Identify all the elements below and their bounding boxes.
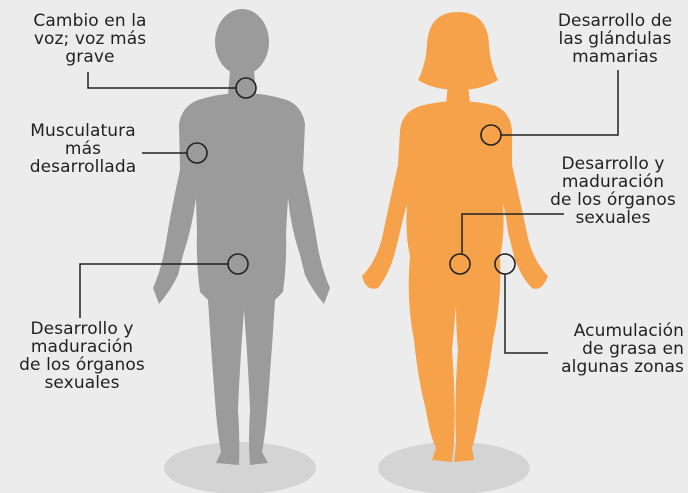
label-male-organs: Desarrollo y maduración de los órganos s… (19, 319, 145, 393)
leader-line-fat (504, 274, 548, 354)
marker-muscles (186, 142, 208, 164)
leader-line-male-organs (79, 263, 228, 318)
male-floor-shadow (164, 442, 316, 493)
label-fat-accumulation: Acumulación de grasa en algunas zonas (561, 321, 684, 377)
label-mammary-glands: Desarrollo de las glándulas mamarias (557, 11, 673, 67)
marker-circles (186, 77, 516, 275)
marker-fat (494, 253, 516, 275)
label-voice-change: Cambio en la voz; voz más grave (33, 11, 147, 67)
leader-line-breasts (501, 70, 619, 136)
leader-line-voice (87, 72, 236, 89)
male-leader-lines (79, 72, 236, 318)
female-leader-lines (461, 70, 619, 354)
label-female-organs: Desarrollo y maduración de los órganos s… (550, 154, 676, 228)
label-muscles: Musculatura más desarrollada (29, 121, 137, 177)
male-silhouette-icon (153, 9, 330, 465)
leader-line-female-organs (461, 213, 564, 254)
marker-female-organs (449, 253, 471, 275)
female-floor-shadow (378, 442, 530, 493)
marker-voice (235, 77, 257, 99)
female-silhouette-icon (362, 12, 548, 462)
marker-breasts (480, 124, 502, 146)
marker-male-organs (227, 253, 249, 275)
